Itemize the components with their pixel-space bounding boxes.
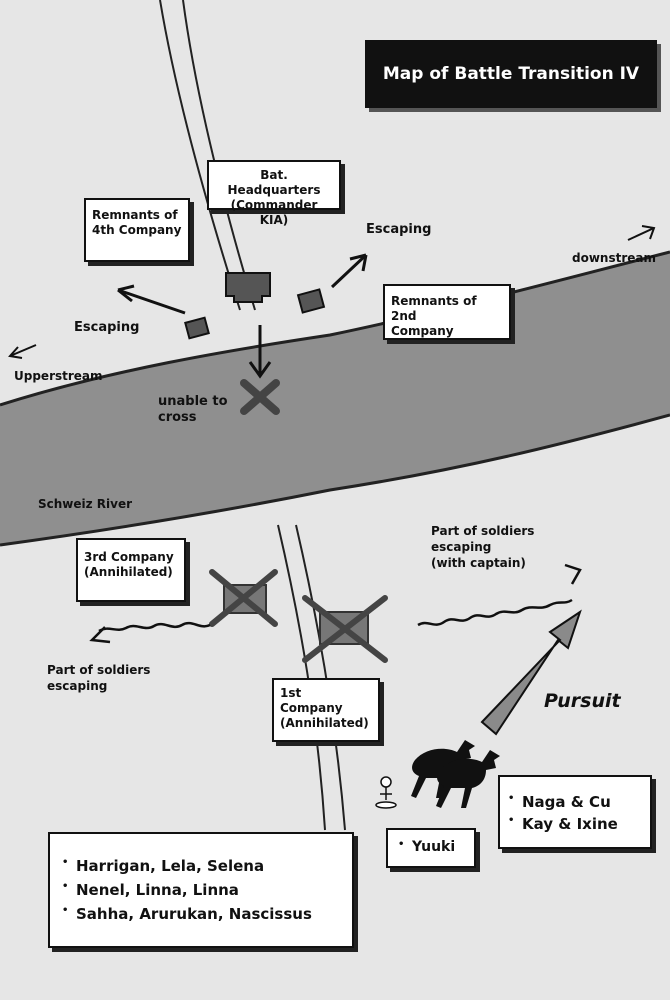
road-north-edge-a [159, 0, 241, 311]
third-company-callout: 3rd Company (Annihilated) [76, 538, 186, 602]
fourth-company-line2: 4th Company [92, 223, 182, 237]
river-north-bank [0, 250, 670, 407]
escaping-right-label: Escaping [366, 222, 432, 237]
cavalry-list: Naga & Cu Kay & Ixine [508, 788, 642, 835]
first-company-line2: Company [280, 701, 343, 715]
horse-icon [411, 740, 500, 808]
downstream-label: downstream [572, 251, 656, 265]
road-south-edge-b [295, 524, 346, 831]
soldiers-escaping-left-label: Part of soldiers escaping [47, 662, 150, 694]
escaping-left-label: Escaping [74, 320, 140, 335]
cavalry-pair-2: Kay & Ixine [508, 810, 642, 835]
arrow-soldiers-escape-left [89, 621, 211, 644]
cross-mark-unable [240, 379, 280, 415]
arrow-downstream [627, 225, 656, 241]
arrow-second-escape [330, 253, 368, 289]
pursuit-arrow [480, 609, 582, 736]
headquarters-callout: Bat. Headquarters (Commander KIA) [207, 160, 341, 227]
first-company-cross [302, 595, 388, 663]
third-company-status: (Annihilated) [84, 565, 173, 579]
cavalry-callout: Naga & Cu Kay & Ixine [498, 775, 652, 849]
unable-to-cross-label: unable to cross [158, 394, 228, 426]
arrow-upstream [8, 344, 37, 359]
headquarters-name: Bat. Headquarters [227, 168, 321, 197]
soldiers-escaping-right-line3: (with captain) [431, 556, 526, 570]
soldiers-escaping-right-line2: escaping [431, 540, 492, 554]
second-company-line1: Remnants of 2nd [391, 294, 477, 323]
road-north-edge-b [182, 0, 256, 311]
first-company-line1: 1st [280, 686, 302, 700]
allied-group-row-1: Harrigan, Lela, Selena [62, 851, 340, 878]
cavalry-pair-1: Naga & Cu [508, 788, 642, 813]
road-south-edge-a [277, 524, 326, 831]
upstream-label: Upperstream [14, 369, 103, 383]
yuuki-name: Yuuki [398, 837, 464, 855]
allied-group-row-2: Nenel, Linna, Linna [62, 875, 340, 902]
soldiers-escaping-right-line1: Part of soldiers [431, 524, 535, 538]
yuuki-figure-icon [375, 776, 397, 809]
map-title: Map of Battle Transition IV [365, 40, 657, 108]
second-company-marker [296, 288, 326, 314]
yuuki-callout: Yuuki [386, 828, 476, 868]
third-company-name: 3rd Company [84, 550, 174, 564]
arrow-soldiers-escape-right [417, 563, 582, 627]
soldiers-escaping-left-line1: Part of soldiers [47, 663, 151, 677]
second-company-callout: Remnants of 2nd Company [383, 284, 511, 340]
allied-group-list: Harrigan, Lela, Selena Nenel, Linna, Lin… [62, 851, 340, 926]
arrow-fourth-escape [117, 284, 186, 315]
river-name-label: Schweiz River [38, 497, 133, 511]
first-company-status: (Annihilated) [280, 716, 369, 730]
soldiers-escaping-right-label: Part of soldiers escaping (with captain) [431, 523, 534, 571]
river-south-bank [0, 413, 670, 547]
first-company-callout: 1st Company (Annihilated) [272, 678, 380, 742]
fourth-company-callout: Remnants of 4th Company [84, 198, 190, 262]
yuuki-list: Yuuki [398, 837, 464, 855]
third-company-cross [209, 569, 278, 627]
allied-group-row-3: Sahha, Arurukan, Nascissus [62, 899, 340, 926]
fourth-company-line1: Remnants of [92, 208, 178, 222]
headquarters-marker [225, 272, 271, 303]
second-company-line2: Company [391, 324, 454, 338]
fourth-company-marker [184, 316, 210, 340]
allied-group-callout: Harrigan, Lela, Selena Nenel, Linna, Lin… [48, 832, 354, 948]
arrow-hq-south [248, 325, 272, 379]
unable-to-cross-line1: unable to [158, 394, 228, 409]
pursuit-label: Pursuit [544, 690, 621, 712]
soldiers-escaping-left-line2: escaping [47, 679, 108, 693]
headquarters-status: (Commander KIA) [230, 198, 318, 227]
unable-to-cross-line2: cross [158, 410, 197, 425]
